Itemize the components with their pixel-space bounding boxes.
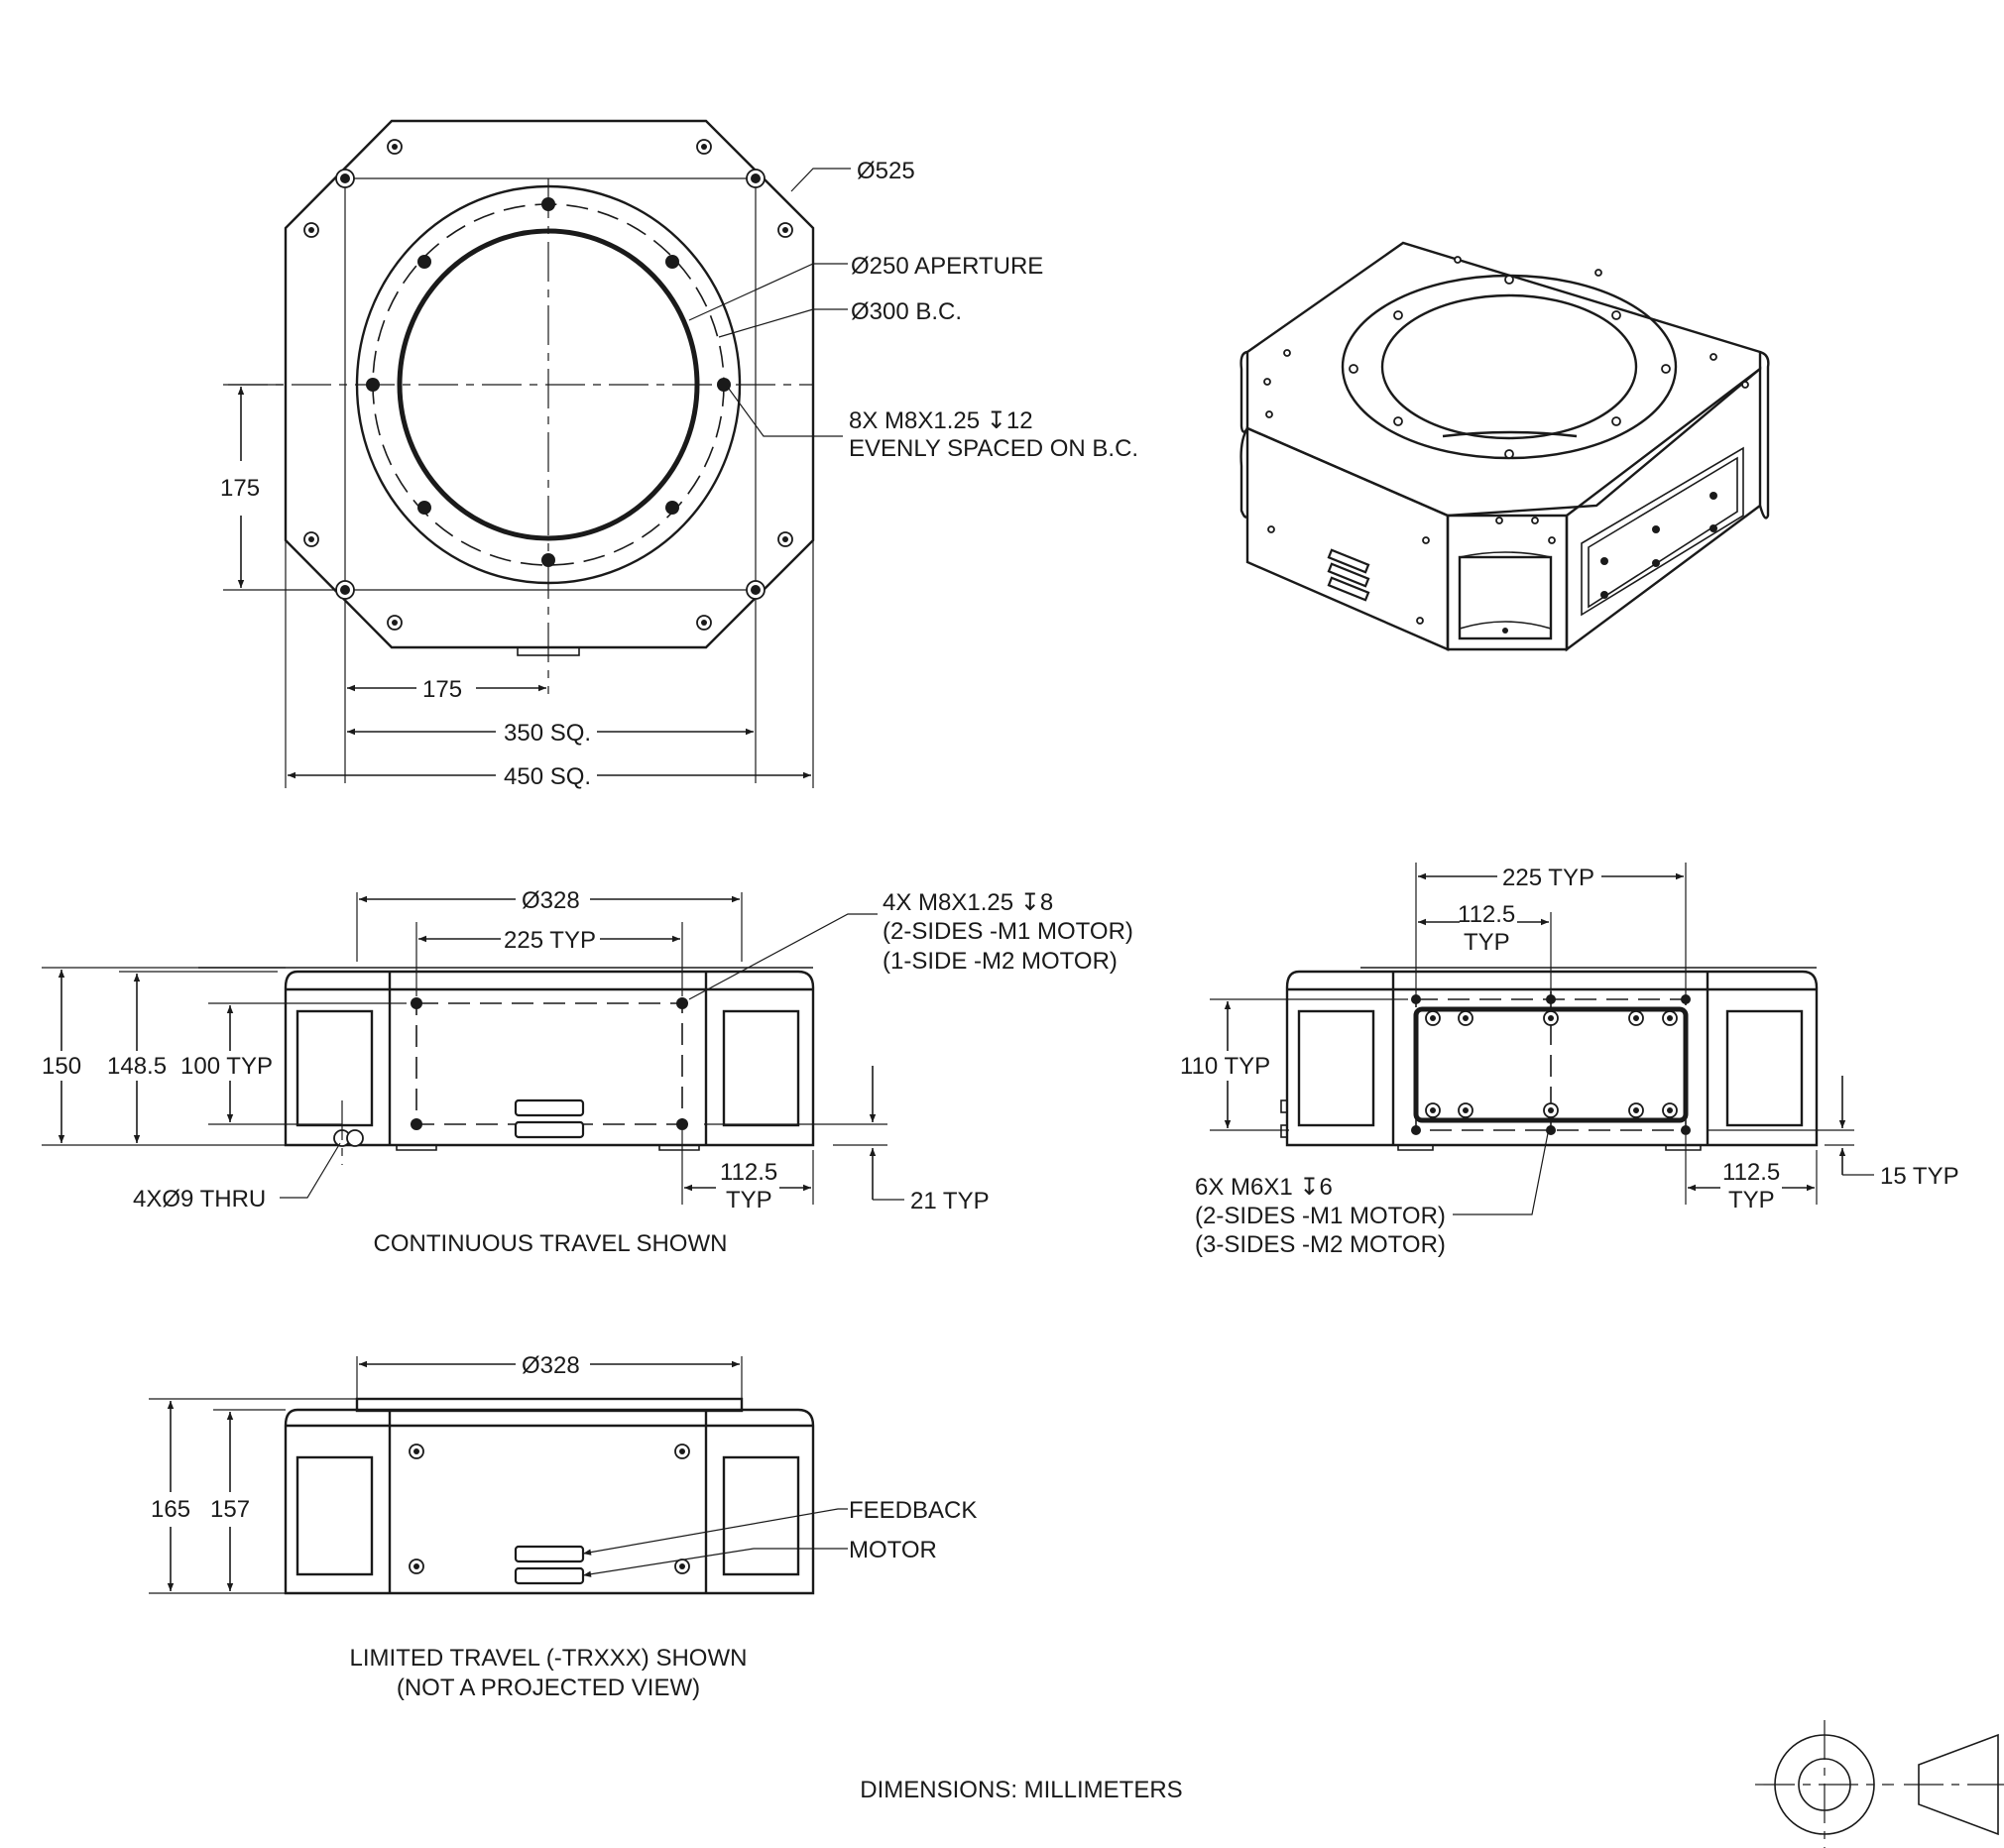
dim-450-sq: 450 SQ. [504, 763, 591, 790]
iso-ring-inner [1380, 293, 1638, 440]
dim-175-vertical: 175 [220, 475, 260, 502]
front-height-21: 21 TYP [910, 1188, 990, 1214]
feedback-label: FEEDBACK [849, 1497, 977, 1524]
front-dia-328: Ø328 [522, 887, 580, 914]
limited-height-165: 165 [151, 1496, 190, 1523]
side-width-112: 112.5 [1722, 1159, 1780, 1186]
front-thru-label: 4XØ9 THRU [133, 1186, 266, 1213]
front-tap-line3: (1-SIDE -M2 MOTOR) [883, 948, 1118, 975]
bolt-circle-label: Ø300 B.C. [851, 298, 962, 325]
limited-feedback-connector [514, 1545, 585, 1563]
limited-view-body [284, 1408, 815, 1595]
side-tap-line2: (2-SIDES -M1 MOTOR) [1195, 1203, 1446, 1229]
front-dim-225: 225 TYP [504, 927, 596, 954]
iso-ring-holes [1263, 256, 1749, 544]
side-dim-112: 112.5 [1458, 901, 1515, 928]
side-dim-225: 225 TYP [1502, 865, 1594, 891]
front-tap-line1: 4X M8X1.25 ↧8 [883, 889, 1053, 916]
limited-caption-2: (NOT A PROJECTED VIEW) [397, 1675, 700, 1701]
tap-note-line2: EVENLY SPACED ON B.C. [849, 435, 1138, 462]
aperture-label: Ø250 APERTURE [851, 253, 1043, 280]
limited-motor-connector [514, 1566, 585, 1585]
limited-caption-1: LIMITED TRAVEL (-TRXXX) SHOWN [350, 1645, 748, 1672]
aperture [397, 228, 700, 541]
front-view-body [284, 970, 815, 1147]
front-tap-line2: (2-SIDES -M1 MOTOR) [883, 918, 1133, 945]
dim-350-sq: 350 SQ. [504, 720, 591, 747]
bc-holes [366, 197, 731, 567]
units-note: DIMENSIONS: MILLIMETERS [860, 1777, 1182, 1803]
outer-diameter-label: Ø525 [857, 158, 915, 184]
limited-travel-view: Ø328 165 157 FEEDBACK MOTOR LIMITED TRAV… [149, 1352, 977, 1701]
rotary-table-ring [355, 184, 742, 585]
front-height-100: 100 TYP [180, 1053, 273, 1080]
iso-connectors [1327, 548, 1370, 602]
top-view: Ø525 Ø250 APERTURE Ø300 B.C. 8X M8X1.25 … [220, 119, 1138, 790]
front-height-148: 148.5 [107, 1053, 167, 1080]
isometric-body [1230, 233, 1785, 659]
top-view-outline [284, 119, 815, 649]
side-view-body [1285, 970, 1819, 1147]
side-view: 225 TYP 112.5 TYP 110 TYP 112.5 TYP 15 T… [1180, 863, 1959, 1258]
side-height-15: 15 TYP [1880, 1163, 1959, 1190]
front-height-150: 150 [42, 1053, 81, 1080]
limited-dia-328: Ø328 [522, 1352, 580, 1379]
front-view: Ø328 225 TYP 4X M8X1.25 ↧8 (2-SIDES -M1 … [42, 887, 1133, 1257]
front-width-typ: TYP [726, 1187, 772, 1213]
mounting-holes [303, 139, 793, 631]
side-tap-line3: (3-SIDES -M2 MOTOR) [1195, 1231, 1446, 1258]
front-width-112: 112.5 [720, 1159, 777, 1186]
front-feedback-connector [514, 1098, 585, 1117]
side-dim-112-typ: TYP [1464, 929, 1510, 956]
side-panel-holes [1411, 994, 1691, 1135]
front-caption: CONTINUOUS TRAVEL SHOWN [374, 1230, 728, 1257]
side-width-typ: TYP [1728, 1187, 1775, 1213]
side-tap-line1: 6X M6X1 ↧6 [1195, 1174, 1333, 1201]
tap-note-line1: 8X M8X1.25 ↧12 [849, 407, 1033, 434]
side-height-110: 110 TYP [1180, 1053, 1270, 1080]
front-motor-connector [514, 1120, 585, 1139]
limited-height-157: 157 [210, 1496, 250, 1523]
third-angle-projection-symbol [1755, 1720, 2004, 1848]
motor-label: MOTOR [849, 1537, 937, 1563]
dim-175-horizontal: 175 [422, 676, 462, 703]
